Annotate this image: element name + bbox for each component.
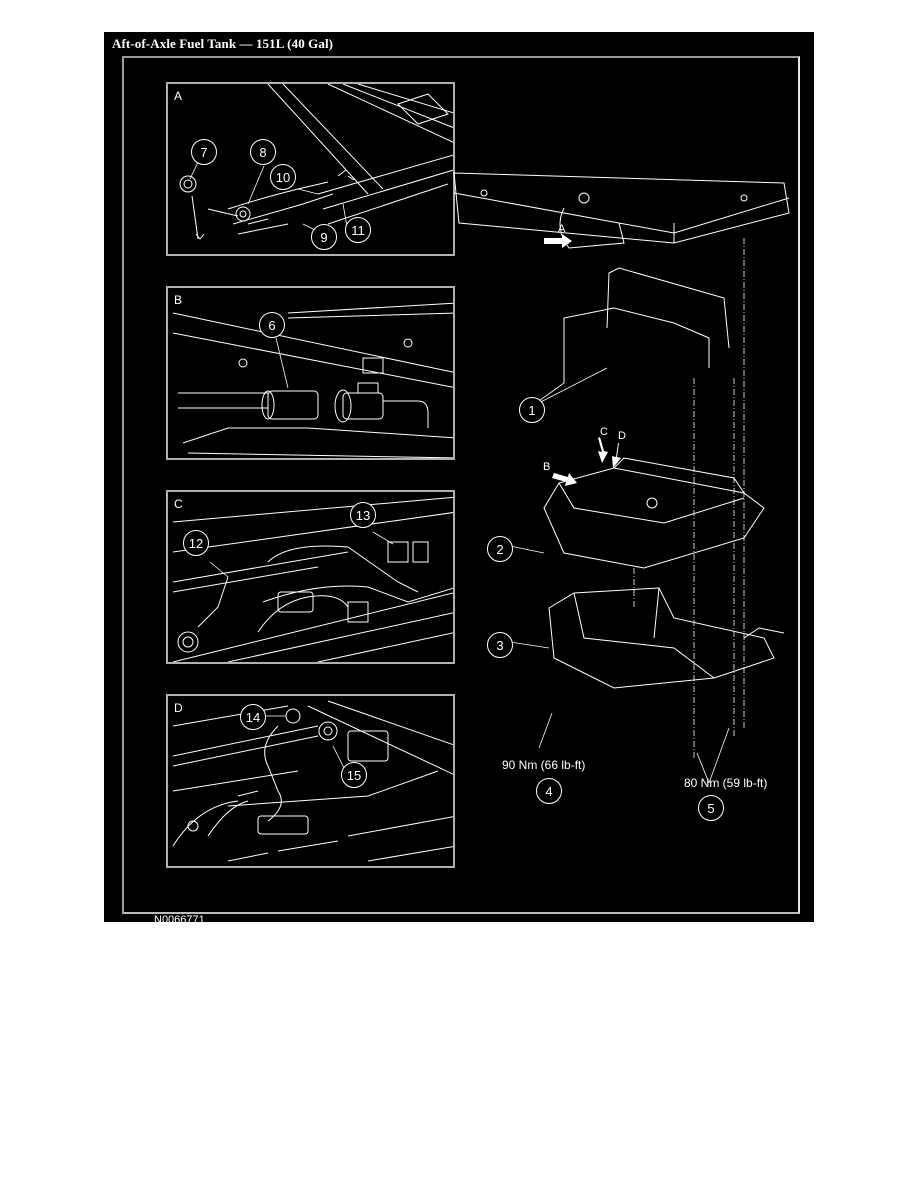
callout-3: 3 bbox=[487, 632, 513, 658]
diagram-sheet: Aft-of-Axle Fuel Tank — 151L (40 Gal) A bbox=[104, 32, 814, 926]
view-arrow-d bbox=[612, 443, 621, 468]
panel-b-artwork bbox=[172, 302, 453, 458]
detail-panel-a: A bbox=[166, 82, 455, 256]
view-label-a: A bbox=[558, 223, 566, 235]
callout-12: 12 bbox=[183, 530, 209, 556]
diagram-frame: A bbox=[122, 56, 800, 926]
callout-5: 5 bbox=[698, 795, 724, 821]
frame-rail-outline bbox=[453, 172, 790, 244]
skid-plate-outline bbox=[548, 587, 775, 689]
callout-11: 11 bbox=[345, 217, 371, 243]
callout-15: 15 bbox=[341, 762, 367, 788]
callout-1: 1 bbox=[519, 397, 545, 423]
callout-9: 9 bbox=[311, 224, 337, 250]
view-arrow-a bbox=[544, 234, 572, 248]
panel-letter-d: D bbox=[174, 701, 183, 715]
view-arrow-c bbox=[598, 437, 608, 463]
callout-2: 2 bbox=[487, 536, 513, 562]
diagram-title: Aft-of-Axle Fuel Tank — 151L (40 Gal) bbox=[112, 36, 334, 51]
panel-c-artwork bbox=[172, 496, 453, 662]
detail-panel-b: B 6 bbox=[166, 286, 455, 460]
detail-panel-d: D bbox=[166, 694, 455, 868]
callout-7: 7 bbox=[191, 139, 217, 165]
panel-letter-b: B bbox=[174, 293, 183, 307]
callout-13: 13 bbox=[350, 502, 376, 528]
view-label-d: D bbox=[618, 430, 626, 442]
main-exploded-view: A B C D 1 2 3 90 Nm (66 lb-ft) 4 80 Nm (… bbox=[444, 168, 824, 828]
callout-10: 10 bbox=[270, 164, 296, 190]
view-arrow-b bbox=[552, 473, 577, 486]
panel-letter-a: A bbox=[174, 89, 183, 103]
callout-14: 14 bbox=[240, 704, 266, 730]
view-label-b: B bbox=[543, 461, 551, 473]
main-view-artwork bbox=[453, 172, 790, 784]
view-label-c: C bbox=[600, 426, 608, 438]
callout-6: 6 bbox=[259, 312, 285, 338]
panel-d-artwork bbox=[172, 700, 453, 862]
callout-8: 8 bbox=[250, 139, 276, 165]
detail-panel-c: C 12 1 bbox=[166, 490, 455, 664]
fuel-tank-outline bbox=[543, 467, 765, 569]
callout-4: 4 bbox=[536, 778, 562, 804]
figure-id: N0066771 bbox=[154, 914, 205, 926]
panel-letter-c: C bbox=[174, 497, 183, 511]
torque-spec-4: 90 Nm (66 lb-ft) bbox=[502, 758, 586, 772]
torque-spec-5: 80 Nm (59 lb-ft) bbox=[684, 776, 768, 790]
